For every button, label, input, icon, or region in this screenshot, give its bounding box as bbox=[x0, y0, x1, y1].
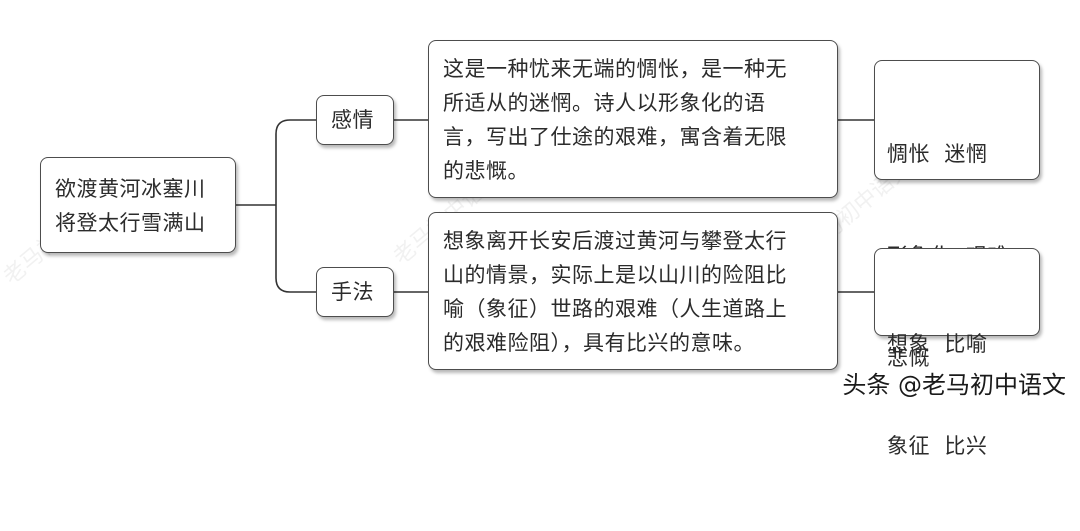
root-line: 欲渡黄河冰塞川 bbox=[55, 177, 206, 201]
branch-label: 感情 bbox=[331, 108, 374, 132]
author-credit: 头条 @老马初中语文 bbox=[842, 371, 1066, 399]
keyword-line: 象征 比兴 bbox=[887, 434, 988, 458]
description-text: 想象离开长安后渡过黄河与攀登太行 山的情景，实际上是以山川的险阻比 喻（象征）世… bbox=[443, 224, 787, 360]
root-text: 欲渡黄河冰塞川 将登太行雪满山 bbox=[55, 172, 206, 240]
description-line: 这是一种忧来无端的惆怅，是一种无 bbox=[443, 57, 787, 81]
description-node-emotion: 这是一种忧来无端的惆怅，是一种无 所适从的迷惘。诗人以形象化的语 言，写出了仕途… bbox=[428, 40, 838, 198]
keywords-node-technique: 想象 比喻 象征 比兴 bbox=[874, 248, 1040, 458]
connector-root-bracket bbox=[275, 119, 296, 293]
description-line: 想象离开长安后渡过黄河与攀登太行 bbox=[443, 229, 787, 253]
root-node: 欲渡黄河冰塞川 将登太行雪满山 bbox=[40, 157, 236, 253]
root-line: 将登太行雪满山 bbox=[55, 211, 206, 235]
description-text: 这是一种忧来无端的惆怅，是一种无 所适从的迷惘。诗人以形象化的语 言，写出了仕途… bbox=[443, 52, 787, 188]
description-line: 的悲慨。 bbox=[443, 159, 529, 183]
description-line: 言，写出了仕途的艰难，寓含着无限 bbox=[443, 125, 787, 149]
description-line: 喻（象征）世路的艰难（人生道路上 bbox=[443, 297, 787, 321]
keywords-node-emotion: 惆怅 迷惘 形象化 艰难 悲慨 bbox=[874, 60, 1040, 370]
branch-node-technique: 手法 bbox=[316, 267, 394, 317]
keyword-line: 悲慨 bbox=[887, 346, 930, 370]
description-node-technique: 想象离开长安后渡过黄河与攀登太行 山的情景，实际上是以山川的险阻比 喻（象征）世… bbox=[428, 212, 838, 370]
branch-node-emotion: 感情 bbox=[316, 95, 394, 145]
connector-lines bbox=[236, 119, 874, 293]
branch-label: 手法 bbox=[331, 280, 374, 304]
description-line: 山的情景，实际上是以山川的险阻比 bbox=[443, 263, 787, 287]
keyword-line: 惆怅 迷惘 bbox=[887, 142, 988, 166]
description-line: 所适从的迷惘。诗人以形象化的语 bbox=[443, 91, 766, 115]
keyword-line: 想象 比喻 bbox=[887, 332, 988, 356]
description-line: 的艰难险阻），具有比兴的意味。 bbox=[443, 331, 755, 355]
